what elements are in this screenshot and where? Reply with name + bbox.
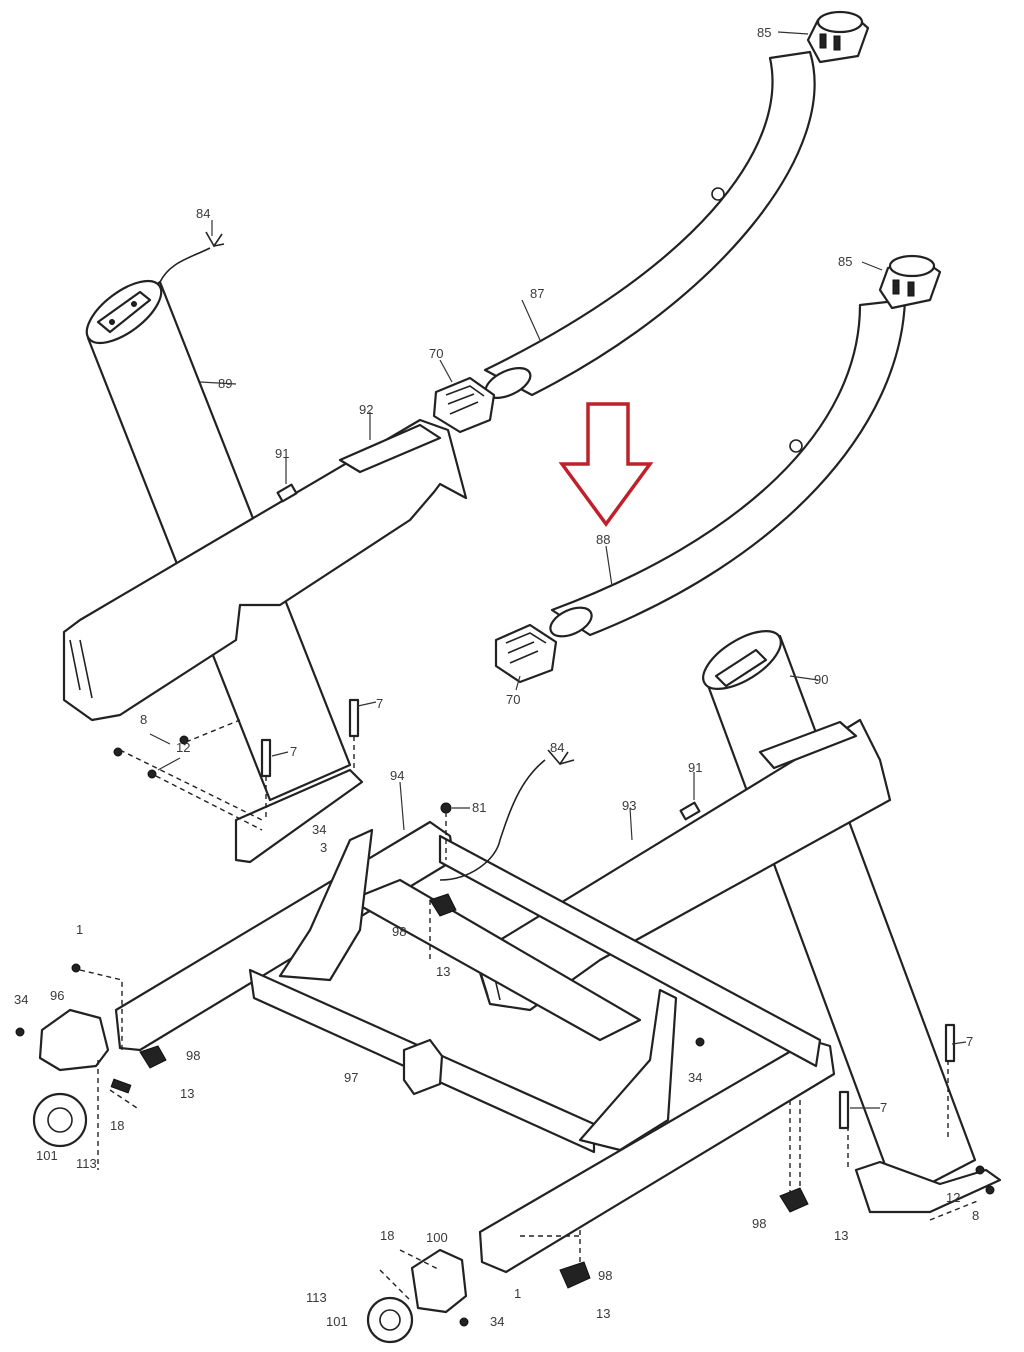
callout-88: 88 [596, 532, 610, 547]
callout-8-left: 8 [140, 712, 147, 727]
callout-70-lower: 70 [506, 692, 520, 707]
callout-85-top: 85 [757, 25, 771, 40]
leader-lines [149, 31, 967, 1109]
callout-3: 3 [320, 840, 327, 855]
callout-97: 97 [344, 1070, 358, 1085]
shroud-92 [62, 418, 468, 722]
callout-81: 81 [472, 800, 486, 815]
connector-70-lower [494, 623, 558, 684]
callout-84-mid: 84 [550, 740, 564, 755]
callout-34-left: 34 [14, 992, 28, 1007]
end-cap-85-lower [878, 254, 942, 310]
callout-100: 100 [426, 1230, 448, 1245]
right-wheel-assembly [366, 1248, 591, 1344]
callout-7-d: 7 [880, 1100, 887, 1115]
callout-12-left: 12 [176, 740, 190, 755]
callout-96: 96 [50, 988, 64, 1003]
callout-85-lower: 85 [838, 254, 852, 269]
base-frame-97 [114, 768, 1002, 1274]
callout-113-bottom: 113 [306, 1290, 327, 1305]
callout-13-center: 13 [436, 964, 450, 979]
callout-18-right: 18 [380, 1228, 394, 1243]
callout-1-left: 1 [76, 922, 83, 937]
callout-101-left: 101 [36, 1148, 58, 1163]
callout-18-left: 18 [110, 1118, 124, 1133]
callout-8-right: 8 [972, 1208, 979, 1223]
callout-90: 90 [814, 672, 828, 687]
assembly-lines [79, 719, 981, 1301]
callout-113-left: 113 [76, 1156, 97, 1171]
callout-98-left: 98 [186, 1048, 200, 1063]
callout-98-center: 98 [392, 924, 406, 939]
callout-34-bottom: 34 [490, 1314, 504, 1329]
callout-12-right: 12 [946, 1190, 960, 1205]
wire-84-top [159, 231, 225, 283]
callout-101-bottom: 101 [326, 1314, 348, 1329]
callout-98-right: 98 [752, 1216, 766, 1231]
callout-89: 89 [218, 376, 232, 391]
callout-92: 92 [359, 402, 373, 417]
callout-13-bottom: 13 [596, 1306, 610, 1321]
callout-13-right: 13 [834, 1228, 848, 1243]
callout-93: 93 [622, 798, 636, 813]
callout-98-bottom: 98 [598, 1268, 612, 1283]
callout-70-upper: 70 [429, 346, 443, 361]
callout-7-a: 7 [376, 696, 383, 711]
handlebar-87 [483, 50, 816, 399]
connector-70-upper [432, 376, 496, 434]
callout-7-c: 7 [966, 1034, 973, 1049]
callout-94: 94 [390, 768, 404, 783]
callout-labels: 85 85 84 87 89 70 92 91 88 70 90 7 8 12 … [14, 25, 979, 1329]
callout-91-right: 91 [688, 760, 702, 775]
handlebar-88 [549, 298, 907, 638]
callout-84-top: 84 [196, 206, 210, 221]
callout-1-bottom: 1 [514, 1286, 521, 1301]
callout-7-b: 7 [290, 744, 297, 759]
callout-34-right: 34 [688, 1070, 702, 1085]
highlight-arrow [558, 402, 654, 527]
callout-87: 87 [530, 286, 544, 301]
hardware [113, 698, 995, 1213]
callout-13-left: 13 [180, 1086, 194, 1101]
left-wheel-assembly [15, 963, 167, 1148]
end-cap-85-top [806, 10, 870, 64]
callout-34-upper: 34 [312, 822, 326, 837]
callout-91-left: 91 [275, 446, 289, 461]
